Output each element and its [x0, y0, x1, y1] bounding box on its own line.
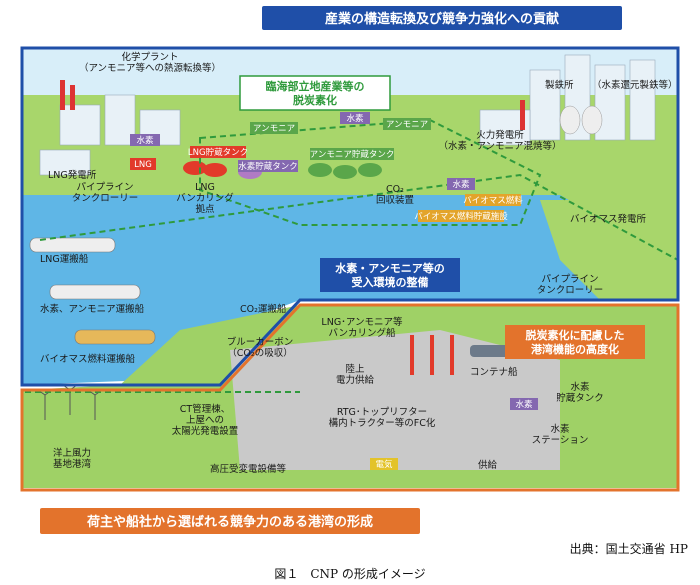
- svg-text:LNG: LNG: [134, 160, 152, 170]
- svg-text:水素: 水素: [515, 399, 533, 410]
- svg-text:LNG貯蔵タンク: LNG貯蔵タンク: [188, 147, 248, 158]
- svg-text:水素: 水素: [136, 135, 154, 146]
- svg-text:水素貯蔵タンク: 水素貯蔵タンク: [556, 381, 604, 404]
- svg-text:パイプラインタンクローリー: パイプラインタンクローリー: [72, 182, 139, 204]
- svg-text:水素貯蔵タンク: 水素貯蔵タンク: [238, 161, 298, 172]
- chimneys: [60, 80, 525, 130]
- source-credit: 出典：国土交通省 HP: [569, 542, 688, 556]
- figure-caption: 図１ CNP の形成イメージ: [274, 567, 426, 581]
- svg-text:水素ステーション: 水素ステーション: [532, 423, 589, 446]
- header-coastal-2: 脱炭素化: [293, 93, 337, 107]
- svg-text:水素・アンモニア等の受入環境の整備: 水素・アンモニア等の受入環境の整備: [335, 261, 445, 289]
- svg-text:LNG･アンモニア等バンカリング船: LNG･アンモニア等バンカリング船: [321, 316, 403, 339]
- header-coastal-1: 臨海部立地産業等の: [266, 79, 365, 93]
- svg-text:LNG運搬船: LNG運搬船: [40, 253, 89, 265]
- svg-text:ブルーカーボン（CO₂の吸収）: ブルーカーボン（CO₂の吸収）: [227, 336, 294, 359]
- header-bottom: 荷主や船社から選ばれる競争力のある港湾の形成: [86, 514, 373, 530]
- port-apron: [230, 330, 560, 470]
- svg-text:アンモニア: アンモニア: [253, 124, 295, 134]
- svg-text:バイオマス燃料: バイオマス燃料: [463, 195, 523, 206]
- header-port-box: 脱炭素化に配慮した港湾機能の高度化: [505, 325, 645, 359]
- svg-text:アンモニア貯蔵タンク: アンモニア貯蔵タンク: [310, 149, 395, 160]
- svg-text:水素、アンモニア運搬船: 水素、アンモニア運搬船: [40, 303, 145, 315]
- land-right: [540, 200, 678, 300]
- header-bottom-box: 荷主や船社から選ばれる競争力のある港湾の形成: [40, 508, 420, 534]
- labels: 化学プラント（アンモニア等への熱源転換等） 製鉄所 （水素還元製鉄等） LNG発…: [40, 51, 678, 475]
- header-top: 産業の構造転換及び競争力強化への貢献: [325, 11, 559, 27]
- port-cranes: [410, 335, 454, 375]
- svg-text:高圧受変電設備等: 高圧受変電設備等: [210, 463, 287, 475]
- svg-text:臨海部立地産業等の脱炭素化: 臨海部立地産業等の脱炭素化: [266, 79, 365, 107]
- tags: 水素 水素 水素 水素 アンモニア アンモニア LNG LNG貯蔵タンク 水素貯…: [130, 112, 538, 470]
- svg-text:アンモニア: アンモニア: [386, 120, 428, 130]
- receive-dashed-line: [39, 173, 679, 261]
- svg-text:陸上電力供給: 陸上電力供給: [336, 363, 375, 386]
- svg-text:水素: 水素: [346, 113, 364, 124]
- svg-text:脱炭素化に配慮した港湾機能の高度化: 脱炭素化に配慮した港湾機能の高度化: [526, 328, 625, 356]
- header-coastal-box: 臨海部立地産業等の脱炭素化: [239, 75, 391, 111]
- svg-text:化学プラント（アンモニア等への熱源転換等）: 化学プラント（アンモニア等への熱源転換等）: [79, 51, 221, 74]
- svg-text:パイプラインタンクローリー: パイプラインタンクローリー: [537, 274, 604, 296]
- svg-text:（水素還元製鉄等）: （水素還元製鉄等）: [592, 79, 678, 91]
- svg-text:バイオマス燃料貯蔵施設: バイオマス燃料貯蔵施設: [414, 211, 508, 222]
- svg-text:洋上風力基地港湾: 洋上風力基地港湾: [53, 447, 92, 470]
- blue-frame: [20, 46, 680, 387]
- svg-text:電気: 電気: [375, 459, 393, 470]
- svg-text:製鉄所: 製鉄所: [545, 79, 574, 91]
- storage-tanks: [183, 105, 603, 179]
- header-receive-box: 水素・アンモニア等の受入環境の整備: [320, 258, 460, 292]
- svg-text:LNG発電所: LNG発電所: [48, 169, 97, 181]
- svg-text:CT管理棟、上屋への太陽光発電設置: CT管理棟、上屋への太陽光発電設置: [172, 403, 239, 437]
- header-top-box: 産業の構造転換及び競争力強化への貢献: [262, 6, 622, 30]
- orange-frame: [20, 303, 680, 492]
- svg-text:コンテナ船: コンテナ船: [470, 366, 518, 378]
- svg-text:火力発電所（水素・アンモニア混焼等）: 火力発電所（水素・アンモニア混焼等）: [438, 129, 561, 152]
- svg-text:バイオマス発電所: バイオマス発電所: [570, 213, 647, 225]
- svg-text:CO₂運搬船: CO₂運搬船: [240, 303, 287, 315]
- svg-text:バイオマス燃料運搬船: バイオマス燃料運搬船: [40, 353, 136, 365]
- svg-text:RTG･トップリフター構内トラクター等のFC化: RTG･トップリフター構内トラクター等のFC化: [329, 407, 436, 429]
- svg-text:水素: 水素: [452, 179, 470, 190]
- svg-text:供給: 供給: [478, 459, 498, 471]
